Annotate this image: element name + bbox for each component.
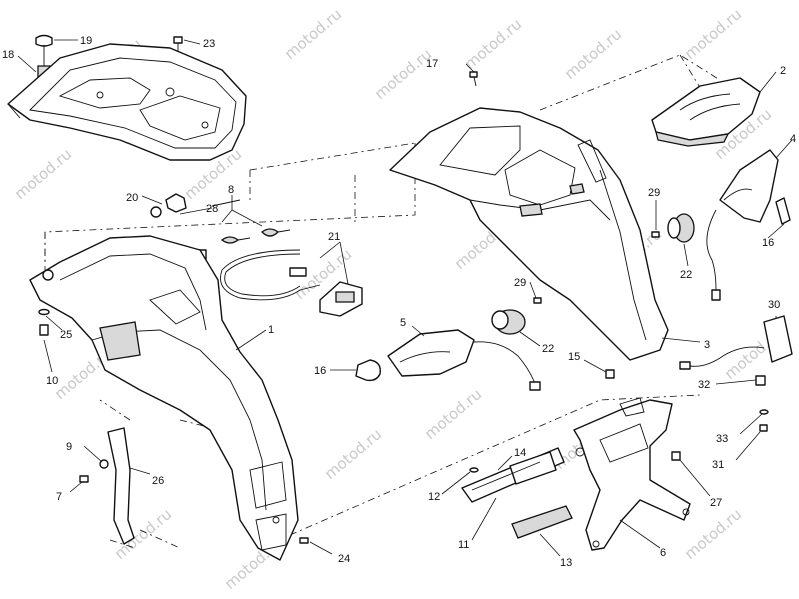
callout-18: 18 xyxy=(2,49,14,61)
callout-19: 19 xyxy=(80,35,92,47)
svg-text:motod.ru: motod.ru xyxy=(11,145,75,203)
svg-text:motod.ru: motod.ru xyxy=(321,425,385,483)
callout-30: 30 xyxy=(768,299,780,311)
callout-15: 15 xyxy=(568,351,580,363)
fastener-25-10 xyxy=(38,308,50,336)
callout-16-left: 16 xyxy=(314,365,326,377)
callout-21: 21 xyxy=(328,231,340,243)
screw-27 xyxy=(671,451,681,461)
callout-29-left: 29 xyxy=(514,277,526,289)
seat-tray-part xyxy=(7,43,247,161)
callout-24: 24 xyxy=(338,553,350,565)
callout-10: 10 xyxy=(46,375,58,387)
rear-frame-part xyxy=(29,235,299,561)
bracket-26 xyxy=(79,427,135,545)
right-indicator-part xyxy=(706,149,779,301)
bulb-16-right xyxy=(775,197,791,225)
seat-lock-cable xyxy=(220,249,363,317)
tail-lens-part xyxy=(651,77,761,147)
callout-13: 13 xyxy=(560,557,572,569)
svg-text:motod.ru: motod.ru xyxy=(421,385,485,443)
callout-31: 31 xyxy=(712,459,724,471)
callout-22-right: 22 xyxy=(680,269,692,281)
callout-1: 1 xyxy=(268,324,274,336)
callout-22-left: 22 xyxy=(542,343,554,355)
svg-text:motod.ru: motod.ru xyxy=(371,45,435,103)
svg-text:motod.ru: motod.ru xyxy=(561,25,625,83)
callout-32: 32 xyxy=(698,379,710,391)
plate-light-30 xyxy=(679,315,793,386)
plate-bracket-6 xyxy=(573,397,691,551)
bulb-16-left xyxy=(355,359,381,382)
clip-15 xyxy=(605,369,615,379)
callout-12: 12 xyxy=(428,491,440,503)
callout-3: 3 xyxy=(704,339,710,351)
callout-29-right: 29 xyxy=(648,187,660,199)
callout-2: 2 xyxy=(780,65,786,77)
grommet-22-right xyxy=(667,213,695,243)
callout-6: 6 xyxy=(660,547,666,559)
callout-14: 14 xyxy=(514,447,526,459)
callout-labels: 19 18 23 17 2 4 20 8 28 21 1 25 10 16 9 … xyxy=(2,35,796,569)
callout-27: 27 xyxy=(710,497,722,509)
callout-20: 20 xyxy=(126,192,138,204)
callout-16-right: 16 xyxy=(762,237,774,249)
screw-29-right xyxy=(651,231,660,238)
fastener-33-31 xyxy=(759,409,769,432)
svg-text:motod.ru: motod.ru xyxy=(681,5,745,63)
callout-11: 11 xyxy=(458,539,469,551)
callout-23: 23 xyxy=(203,38,215,50)
svg-text:motod.ru: motod.ru xyxy=(281,5,345,63)
callout-28: 28 xyxy=(206,203,218,215)
screw-29-left xyxy=(533,297,542,304)
callout-7: 7 xyxy=(56,491,62,503)
callout-17: 17 xyxy=(426,58,438,70)
callout-33: 33 xyxy=(716,433,728,445)
svg-text:motod.ru: motod.ru xyxy=(461,15,525,73)
callout-25: 25 xyxy=(60,329,72,341)
left-indicator-part xyxy=(387,329,541,391)
rear-fender-part xyxy=(389,107,669,361)
callout-5: 5 xyxy=(400,317,406,329)
callout-26: 26 xyxy=(152,475,164,487)
grommet-22-left xyxy=(491,309,526,335)
reflector-bracket-11-14 xyxy=(461,447,565,503)
screw-24 xyxy=(299,537,309,544)
callout-8: 8 xyxy=(228,184,234,196)
callout-9: 9 xyxy=(66,441,72,453)
leader-lines xyxy=(17,39,793,557)
screw-17 xyxy=(469,71,478,87)
svg-text:motod.ru: motod.ru xyxy=(681,505,745,563)
reflector-13 xyxy=(511,505,573,539)
callout-4: 4 xyxy=(790,133,796,145)
